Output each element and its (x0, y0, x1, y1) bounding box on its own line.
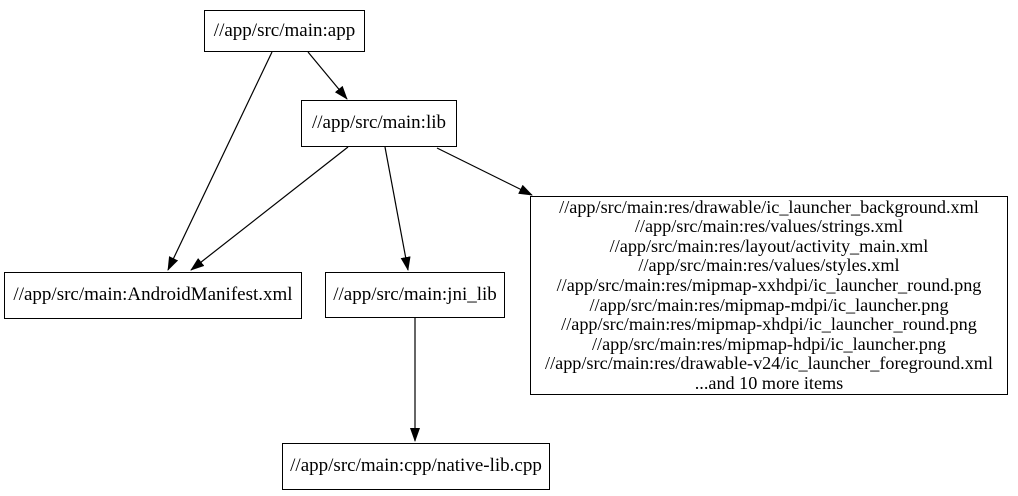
edge-app-to-manifest (167, 51, 273, 271)
resource-item: //app/src/main:res/values/styles.xml (638, 255, 900, 276)
graph-node-native-lib-cpp: //app/src/main:cpp/native-lib.cpp (282, 443, 550, 490)
resource-item: //app/src/main:res/drawable-v24/ic_launc… (545, 353, 993, 374)
graph-node-jni-lib: //app/src/main:jni_lib (325, 272, 505, 318)
node-label-lib: //app/src/main:lib (311, 112, 447, 134)
node-label-jni-lib: //app/src/main:jni_lib (333, 283, 497, 305)
resource-item: //app/src/main:res/drawable/ic_launcher_… (559, 196, 979, 217)
edge-lib-to-jni-lib (384, 146, 411, 271)
graph-node-android-manifest: //app/src/main:AndroidManifest.xml (4, 272, 302, 319)
resource-item: //app/src/main:res/mipmap-xxhdpi/ic_laun… (556, 274, 982, 295)
graph-node-resources-group: //app/src/main:res/drawable/ic_launcher_… (530, 196, 1008, 395)
resource-item: //app/src/main:res/values/strings.xml (634, 216, 904, 237)
edge-lib-to-manifest (190, 146, 349, 271)
node-label-android-manifest: //app/src/main:AndroidManifest.xml (13, 284, 293, 306)
node-label-app: //app/src/main:app (213, 19, 356, 41)
graph-node-lib: //app/src/main:lib (301, 100, 457, 147)
edge-app-to-lib (307, 51, 348, 100)
resource-more-items: ...and 10 more items (694, 372, 844, 393)
graph-node-app: //app/src/main:app (204, 10, 365, 52)
edge-lib-to-resources (436, 147, 533, 196)
node-label-native-lib-cpp: //app/src/main:cpp/native-lib.cpp (290, 455, 542, 477)
resource-item: //app/src/main:res/layout/activity_main.… (609, 235, 929, 256)
resource-item: //app/src/main:res/mipmap-xhdpi/ic_launc… (561, 314, 977, 335)
resource-item: //app/src/main:res/mipmap-hdpi/ic_launch… (591, 333, 947, 354)
resource-item: //app/src/main:res/mipmap-mdpi/ic_launch… (589, 294, 949, 315)
